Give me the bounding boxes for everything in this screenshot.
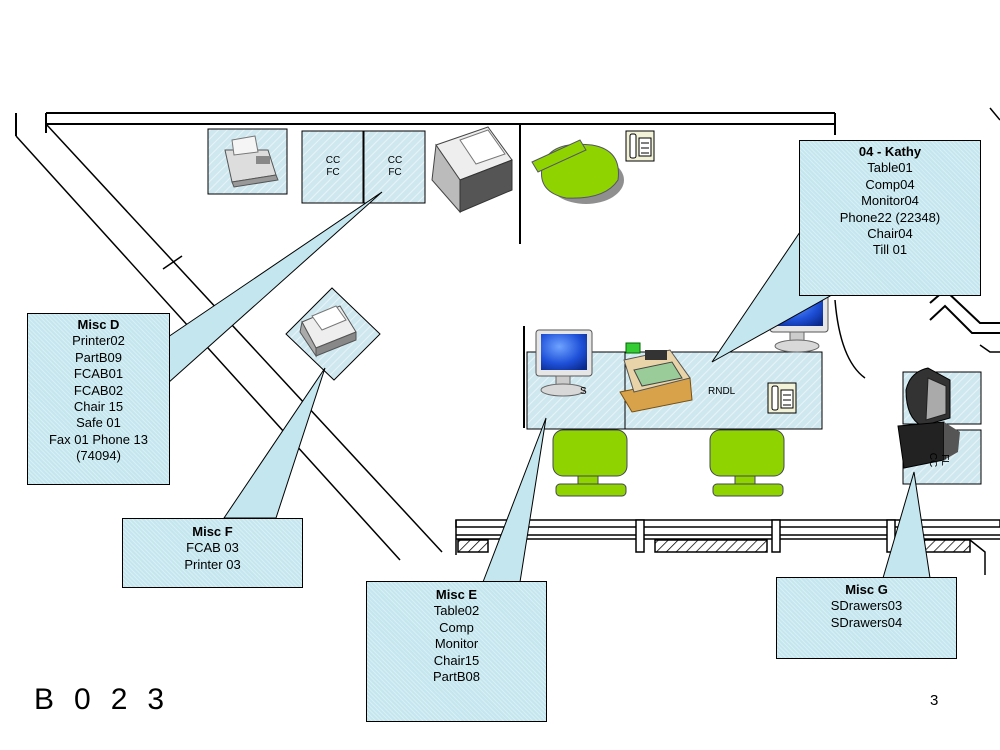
printer-icon — [431, 126, 513, 214]
callout-line: SDrawers04 — [830, 614, 903, 630]
phone-icon — [625, 130, 655, 162]
chair-icon — [531, 139, 624, 204]
callout-title: Misc D — [77, 317, 120, 332]
callout-line: Monitor — [434, 636, 479, 652]
callout-line: Safe 01 — [76, 415, 121, 431]
callout-misc-f: Misc F FCAB 03 Printer 03 — [122, 518, 303, 588]
room-id-char: 3 — [147, 683, 165, 716]
callout-line: Printer02 — [72, 333, 125, 349]
callout-line: Fax 01 Phone 13 — [48, 431, 149, 447]
desk-label: S — [580, 386, 587, 397]
page-number: 3 — [930, 692, 939, 709]
callout-title: Misc F — [192, 524, 233, 539]
cabinet-label: CC FC — [380, 155, 410, 179]
callout-line: PartB08 — [433, 669, 480, 685]
cabinet-label-line: FL — [939, 454, 950, 466]
callout-misc-g: Misc G SDrawers03 SDrawers04 — [776, 577, 957, 659]
callout-line: Printer 03 — [184, 556, 241, 572]
chair-icon — [709, 429, 785, 497]
room-id-char: 2 — [110, 683, 128, 716]
printer-icon — [285, 287, 381, 381]
callout-line: Comp — [439, 619, 474, 635]
walls — [15, 107, 1000, 561]
cabinet-label-line: FC — [388, 167, 402, 178]
callout-line: (74094) — [76, 448, 121, 464]
cabinet-label-line: CC — [927, 452, 938, 468]
callout-line: FCAB01 — [73, 366, 124, 382]
callout-line: Chair04 — [867, 226, 913, 242]
callout-line: Comp04 — [865, 176, 915, 192]
callout-misc-d: Misc D Printer02 PartB09 FCAB01 FCAB02 C… — [27, 313, 170, 485]
callout-line: FCAB02 — [73, 382, 124, 398]
cash-register-icon — [619, 342, 693, 413]
monitor-icon — [535, 329, 593, 397]
callout-line: Table01 — [867, 160, 913, 176]
callout-line: SDrawers03 — [830, 598, 903, 614]
room-id-char: B — [34, 683, 55, 716]
callout-misc-e: Misc E Table02 Comp Monitor Chair15 Part… — [366, 581, 547, 722]
chair-icon — [552, 429, 628, 497]
callout-pointers — [167, 191, 931, 583]
callout-line: Monitor04 — [861, 193, 919, 209]
callout-line: Table02 — [433, 603, 480, 619]
callout-line: PartB09 — [75, 349, 122, 365]
cabinet-label: CC FC — [318, 155, 348, 179]
callout-kathy: 04 - Kathy Table01 Comp04 Monitor04 Phon… — [799, 140, 981, 296]
desk-label: RNDL — [708, 386, 736, 397]
callout-title: Misc G — [845, 582, 888, 597]
cabinet-label: FL CC — [926, 448, 950, 472]
callout-line: Phone22 (22348) — [839, 209, 941, 225]
callout-line: Chair15 — [433, 652, 480, 668]
cabinet-label-line: CC — [387, 155, 403, 166]
cabinet-label-line: CC — [325, 155, 341, 166]
room-id-char: 0 — [74, 683, 91, 716]
callout-line: FCAB 03 — [186, 540, 239, 556]
filing-cabinets — [301, 130, 426, 204]
callout-title: 04 - Kathy — [858, 144, 922, 159]
callout-line: Chair 15 — [73, 399, 124, 415]
fax-icon — [207, 128, 288, 195]
phone-icon — [767, 382, 797, 414]
callout-title: Misc E — [435, 587, 478, 602]
computer-icon — [897, 367, 960, 469]
callout-line: Till 01 — [872, 242, 908, 258]
cabinet-label-line: FC — [326, 167, 340, 178]
